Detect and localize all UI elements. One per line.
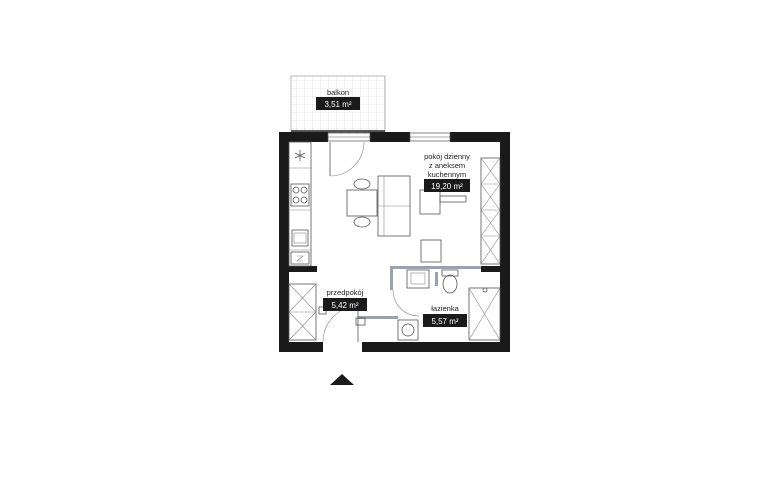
bathroom-label: łazienka 5,57 m² (423, 304, 467, 327)
washing-machine (397, 319, 419, 341)
balcony-label: balkon 3,51 m² (316, 88, 360, 110)
cooktop (290, 183, 310, 207)
hall-wardrobe (288, 283, 317, 341)
balcony-area: 3,51 m² (324, 100, 351, 109)
exterior-walls (279, 132, 510, 352)
living-room-label: pokój dzienny z aneksem kuchennym 19,20 … (424, 152, 470, 192)
kitchen-sink (291, 229, 309, 247)
hall-name: przedpokój (327, 288, 364, 297)
living-wardrobe (480, 157, 501, 265)
desk (419, 189, 467, 215)
intercom (355, 317, 366, 326)
balcony-door (329, 141, 365, 177)
living-room-name-line1: pokój dzienny (424, 152, 470, 161)
hall-area: 5,42 m² (331, 301, 358, 310)
entrance-door (322, 305, 359, 343)
bathroom-area: 5,57 m² (431, 317, 458, 326)
asterisk-icon (294, 150, 306, 161)
living-room-name-line3: kuchennym (428, 170, 466, 179)
windows (327, 132, 451, 142)
bathroom-door (392, 289, 420, 317)
living-room-name-line2: z aneksem (429, 161, 465, 170)
living-room-area: 19,20 m² (431, 182, 463, 191)
armchair (420, 239, 442, 263)
dining-table (346, 178, 378, 228)
bathroom-sink (406, 269, 430, 289)
bathroom-name: łazienka (431, 304, 459, 313)
toilet (441, 269, 459, 294)
partitions (289, 266, 500, 319)
hall-label: przedpokój 5,42 m² (323, 288, 367, 311)
fridge (290, 251, 310, 265)
sofa (377, 175, 411, 237)
balcony-name: balkon (327, 88, 349, 97)
kitchen-counter (288, 141, 312, 267)
shower (468, 287, 501, 341)
entrance-triangle-icon (330, 374, 354, 385)
